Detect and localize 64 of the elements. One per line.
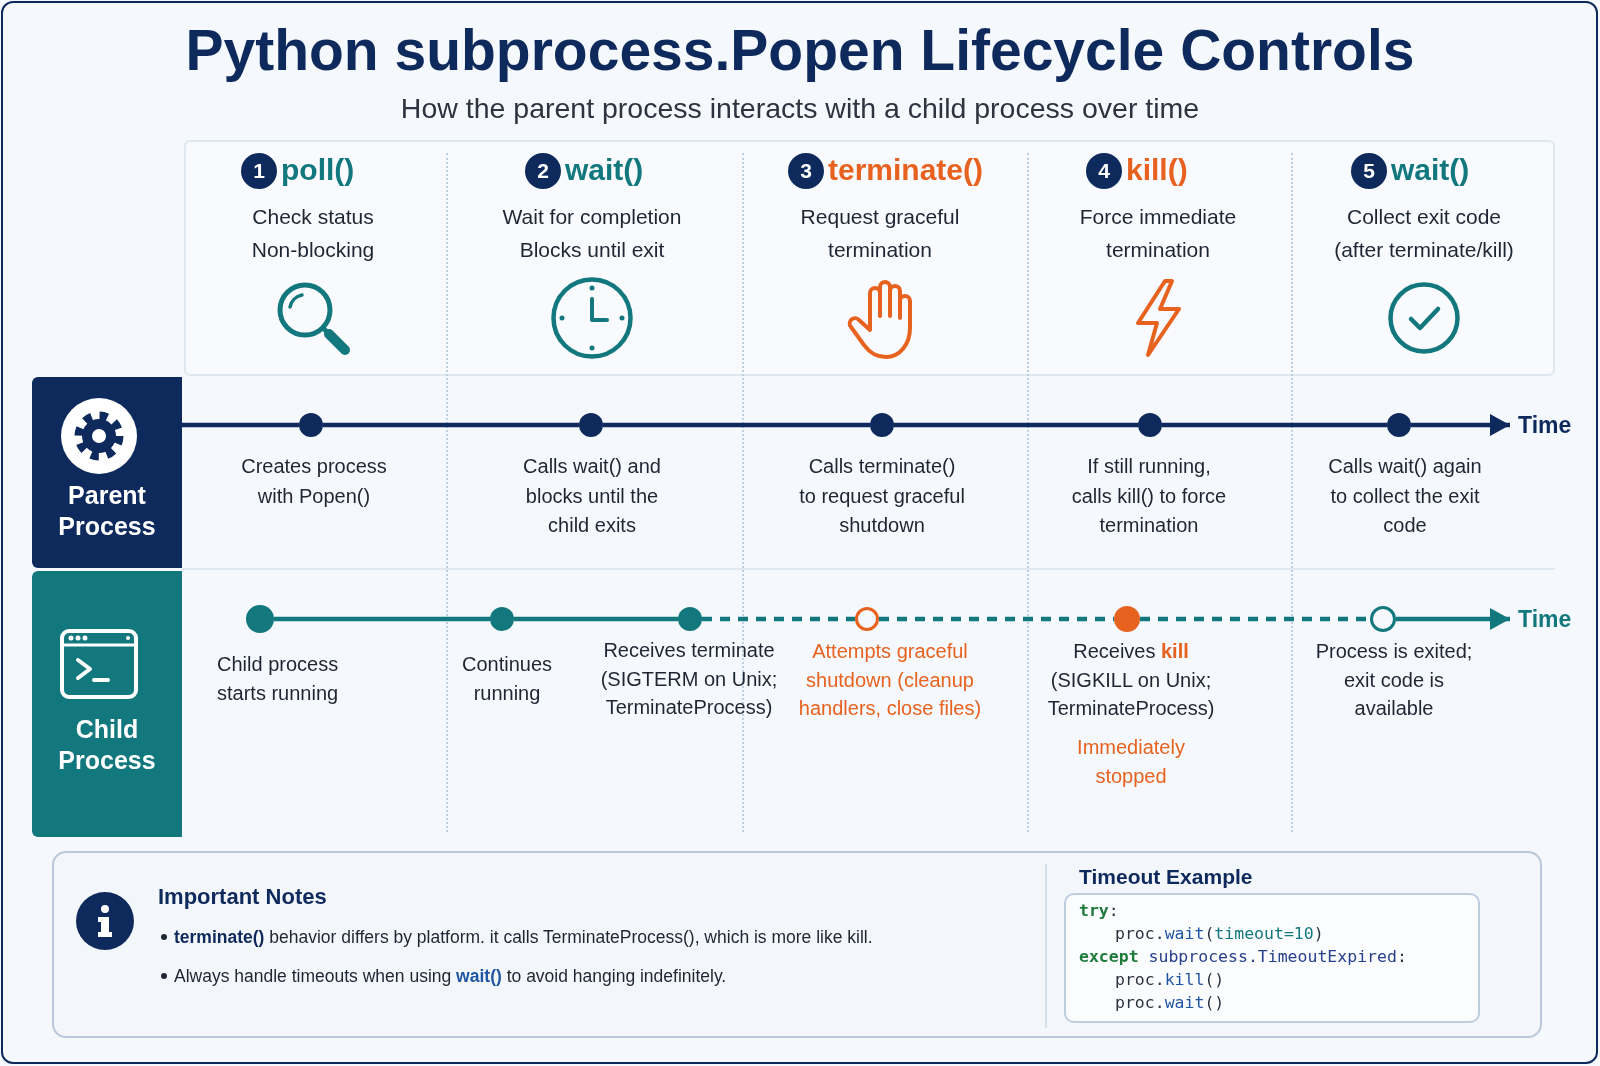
method-name: terminate() [828,152,984,188]
timeline-dot [678,607,702,631]
event-caption: Continues running [460,652,554,706]
step-description: Wait for completion [502,204,682,230]
event-caption: Attempts graceful shutdown (cleanup handlers, close files) [797,639,983,721]
section-heading: Timeout Example [1079,864,1253,890]
timeline-dot [1138,413,1162,437]
timeline-line [514,616,678,622]
event-caption: Receives terminate (SIGTERM on Unix; TerminateProcess) [599,638,779,720]
timeline-arrow [1396,608,1510,630]
timeline-dot [299,413,323,437]
timeline-line [182,422,299,428]
step-description: Request graceful termination [799,204,961,263]
step-description: Force immediate termination [1078,204,1238,263]
code-line: proc.kill() [1115,969,1225,991]
event-caption: Process is exited; exit code is available [1314,639,1474,721]
timeline-arrow [1411,414,1510,436]
code-line: proc.wait(timeout=10) [1115,923,1324,945]
time-label: Time [1510,605,1572,633]
lane-title: Parent Process [57,480,157,542]
timeline-line [894,422,1138,428]
event-caption: Child process starts running [217,652,340,706]
method-name: wait() [1391,152,1470,188]
lane-title: Child Process [57,714,157,776]
timeline-line [603,422,870,428]
timeline-dot [579,413,603,437]
event-caption: Calls wait() again to collect the exit code [1327,454,1483,538]
method-name: poll() [281,152,355,188]
code-line: proc.wait() [1115,992,1225,1014]
time-label: Time [1510,411,1572,439]
event-caption: Immediately stopped [1076,735,1186,789]
step-description: (after terminate/kill) [1334,237,1514,263]
lane-header [32,377,182,568]
timeline-dot [1387,413,1411,437]
timeline-ring [1370,606,1396,632]
section-heading: Important Notes [158,884,327,910]
lane-header [32,571,182,837]
timeline-line [323,422,579,428]
step-description: Blocks until exit [519,237,665,263]
event-caption: Calls wait() and blocks until the child exits [522,454,662,538]
bullet-note: Always handle timeouts when using wait() to avoid hanging indefinitely. [158,965,727,987]
step-description: Check status [252,204,374,230]
timeline-line [702,616,855,622]
bullet-note: terminate() behavior differs by platform. it calls TerminateProcess(), which is more like kill. [158,926,873,948]
event-caption: Creates process with Popen() [240,454,388,509]
diagram-title: Python subprocess.Popen Lifecycle Controls [185,17,1415,83]
timeline-dot [1114,606,1140,632]
event-caption: Calls terminate() to request graceful shutdown [798,454,966,538]
timeline-dot [870,413,894,437]
method-name: kill() [1126,152,1188,188]
code-line: try: [1079,900,1119,922]
step-description: Collect exit code [1346,204,1502,230]
event-caption: If still running, calls kill() to force termination [1070,454,1228,538]
step-description: Non-blocking [251,237,375,263]
timeline-dot [246,605,274,633]
subtitle: How the parent process interacts with a child process over time [400,91,1200,125]
code-line: except subprocess.TimeoutExpired: [1079,946,1407,968]
timeline-dot [490,607,514,631]
timeline-line [1162,422,1387,428]
timeline-ring [855,607,879,631]
event-caption: Receives kill (SIGKILL on Unix; TerminateProcess) [1046,639,1216,721]
notes-panel [52,851,1542,1038]
method-name: wait() [565,152,644,188]
timeline-line [274,616,490,622]
